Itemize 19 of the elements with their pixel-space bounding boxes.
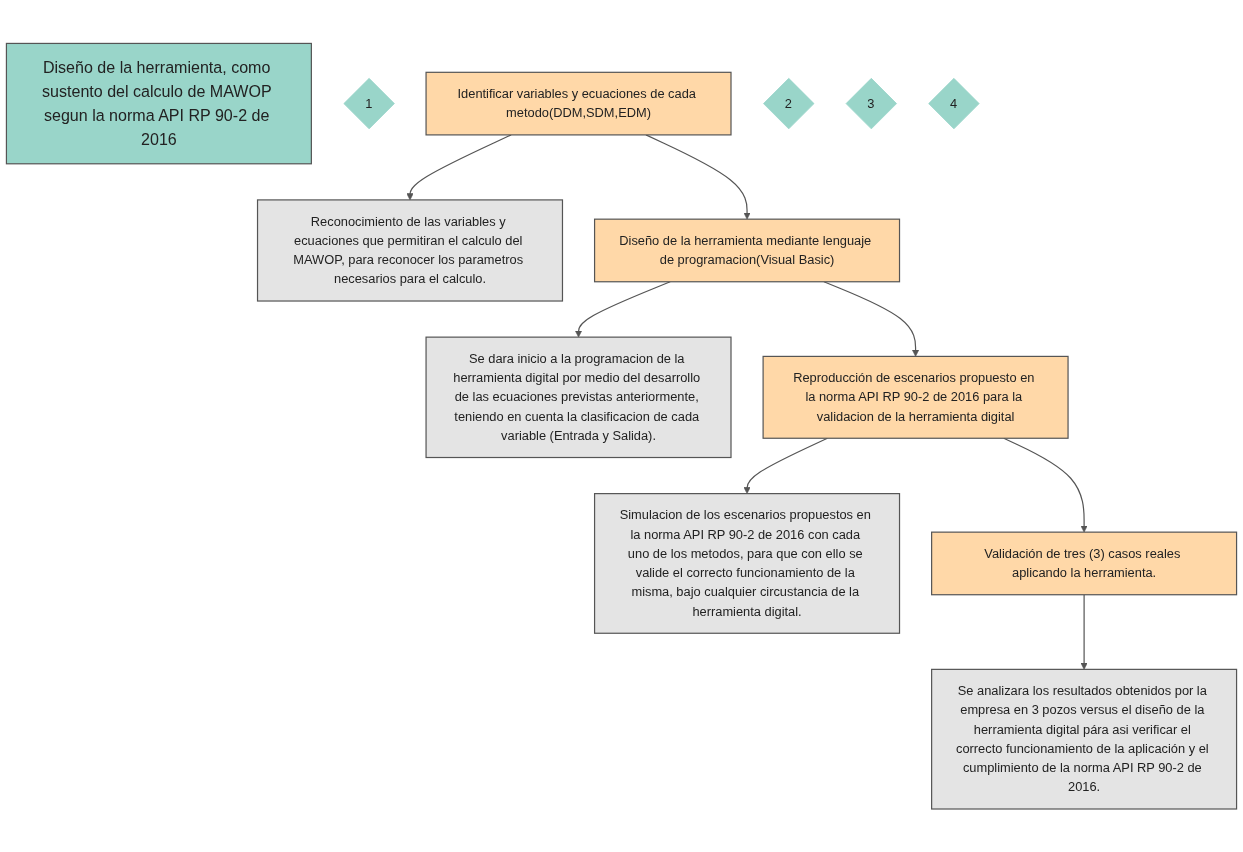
node-diamond: 1 xyxy=(343,77,395,130)
node-box: Se dara inicio a la programacion de la herramienta digital por medio del desarrollo de las ecuaciones previstas anteriormente, teniendo en cuenta la clasificacion de cada variable (Entrada y Salida). xyxy=(425,336,732,458)
node-diamond: 3 xyxy=(845,77,897,130)
arrow xyxy=(1003,437,1088,533)
node-box: Reproducción de escenarios propuesto en la norma API RP 90-2 de 2016 para la validacion de la herramienta digital xyxy=(762,355,1069,439)
node-box: Identificar variables y ecuaciones de cada metodo(DDM,SDM,EDM) xyxy=(425,71,732,136)
arrow xyxy=(406,134,512,200)
node-box: Validación de tres (3) casos reales aplicando la herramienta. xyxy=(931,531,1238,596)
arrow xyxy=(575,280,671,338)
node-box: Reconocimiento de las variables y ecuaciones que permitiran el calculo del MAWOP, para reconocer los parametros necesarios para el calculo. xyxy=(256,199,564,302)
node-diamond: 2 xyxy=(763,77,815,130)
node-box: Diseño de la herramienta, como sustento del calculo de MAWOP segun la norma API RP 90-2 de 2016 xyxy=(5,42,312,165)
arrow xyxy=(1080,593,1088,670)
node-box: Diseño de la herramienta mediante lenguaje de programacion(Visual Basic) xyxy=(594,218,901,283)
node-box: Simulacion de los escenarios propuestos en la norma API RP 90-2 de 2016 con cada uno de los metodos, para que con ello se valide el correcto funcionamiento de la misma, bajo cualquier circustancia de la herramienta digital. xyxy=(594,492,901,634)
node-box: Se analizara los resultados obtenidos por la empresa en 3 pozos versus el diseño de la herramienta digital pára asi verificar el correcto funcionamiento de la aplicación y el cumplimiento de la norma API RP 90-2 de 2016. xyxy=(931,668,1238,810)
node-diamond: 4 xyxy=(928,77,980,130)
arrow xyxy=(645,134,751,220)
arrow xyxy=(823,280,920,357)
